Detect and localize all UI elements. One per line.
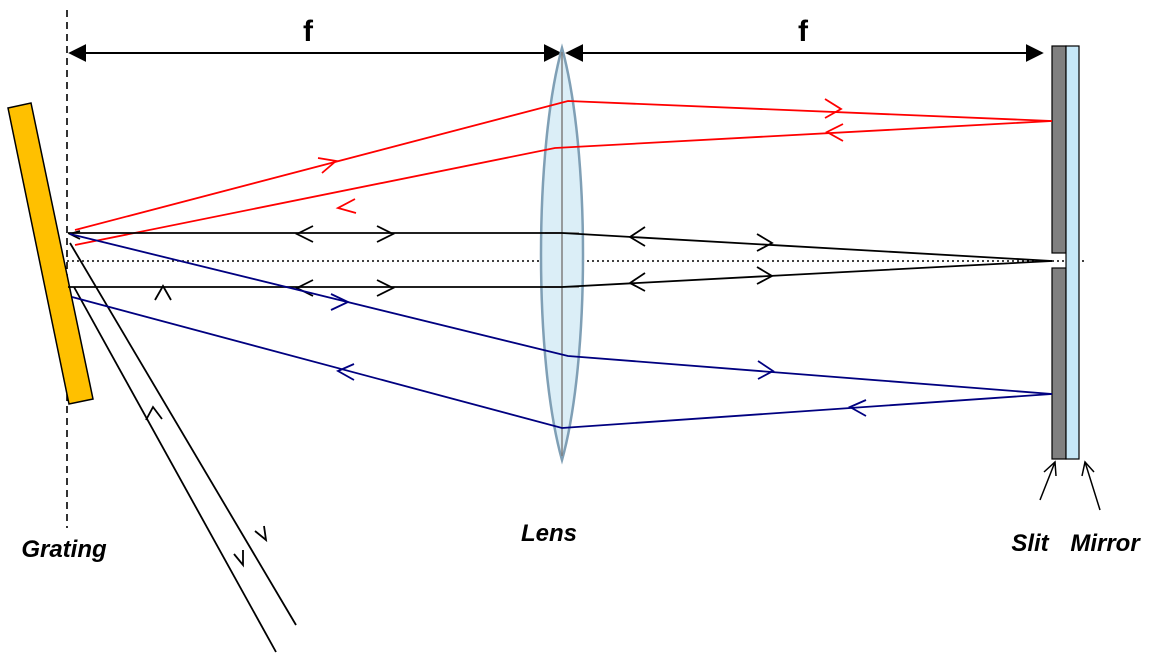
lens [539, 43, 585, 465]
slit-upper-bar [1051, 45, 1067, 254]
slit-pointer-arrow [1039, 460, 1057, 501]
grating [7, 102, 94, 405]
red-rays [74, 98, 1053, 246]
mirror-pointer-arrow [1081, 460, 1101, 511]
slit-lower-bar [1051, 267, 1067, 460]
mirror-label: Mirror [1070, 530, 1141, 557]
focal-length-label-right: f [798, 15, 809, 48]
blue-rays [69, 233, 1053, 429]
focal-length-label-left: f [303, 15, 314, 48]
lens-label: Lens [521, 520, 577, 547]
grating-label: Grating [21, 536, 107, 563]
slit-label: Slit [1011, 530, 1049, 557]
mirror [1065, 45, 1080, 460]
